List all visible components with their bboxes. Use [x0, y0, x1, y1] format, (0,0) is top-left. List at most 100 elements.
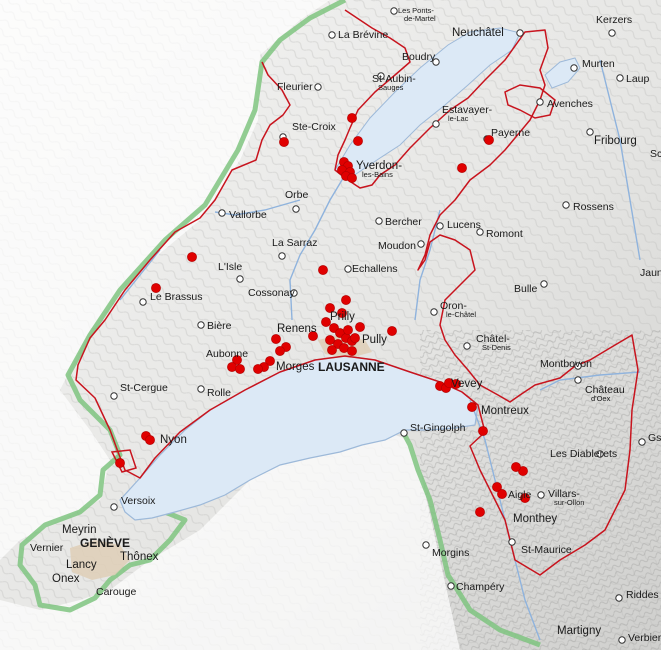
- observation-marker[interactable]: [475, 507, 485, 517]
- observation-marker[interactable]: [387, 326, 397, 336]
- town-marker-l-isle[interactable]: [236, 275, 244, 283]
- observation-marker[interactable]: [341, 295, 351, 305]
- town-sublabel-yverdon: les-Bains: [362, 170, 393, 179]
- town-marker-estavayer[interactable]: [432, 120, 440, 128]
- town-marker-orbe[interactable]: [292, 205, 300, 213]
- town-marker-morgins[interactable]: [422, 541, 430, 549]
- observation-marker[interactable]: [457, 163, 467, 173]
- observation-marker[interactable]: [308, 331, 318, 341]
- observation-marker[interactable]: [350, 333, 360, 343]
- town-marker-st-gingolph[interactable]: [400, 429, 408, 437]
- town-label-th-nex: Thônex: [120, 551, 159, 563]
- town-marker-verbier[interactable]: [618, 636, 626, 644]
- observation-marker[interactable]: [451, 379, 461, 389]
- observation-marker[interactable]: [484, 135, 494, 145]
- town-marker-bulle[interactable]: [540, 280, 548, 288]
- town-label-les-ponts: Les Ponts-: [398, 6, 434, 15]
- observation-marker[interactable]: [187, 252, 197, 262]
- town-marker-la-br-vine[interactable]: [328, 31, 336, 39]
- town-label-montreux: Montreux: [481, 405, 529, 417]
- observation-marker[interactable]: [325, 335, 335, 345]
- observation-marker[interactable]: [271, 334, 281, 344]
- observation-marker[interactable]: [235, 364, 245, 374]
- town-label-neuch-tel: Neuchâtel: [452, 27, 504, 39]
- observation-marker[interactable]: [318, 265, 328, 275]
- town-marker-st-cergue[interactable]: [110, 392, 118, 400]
- town-marker-ch-tel[interactable]: [463, 342, 471, 350]
- town-marker-ch-teau[interactable]: [574, 376, 582, 384]
- town-label-verbier: Verbier: [628, 632, 661, 644]
- observation-marker[interactable]: [227, 362, 237, 372]
- observation-marker[interactable]: [115, 458, 125, 468]
- town-label-meyrin: Meyrin: [62, 524, 97, 536]
- town-marker-romont[interactable]: [476, 228, 484, 236]
- observation-marker[interactable]: [347, 346, 357, 356]
- town-marker-moudon[interactable]: [417, 240, 425, 248]
- observation-marker[interactable]: [232, 355, 242, 365]
- town-label-st-aubin: St-Aubin-: [372, 73, 416, 85]
- observation-marker[interactable]: [151, 283, 161, 293]
- town-marker-st-aubin[interactable]: [377, 72, 385, 80]
- observation-marker[interactable]: [478, 426, 488, 436]
- observation-marker[interactable]: [337, 308, 347, 318]
- observation-marker[interactable]: [343, 325, 353, 335]
- town-marker-laup[interactable]: [616, 74, 624, 82]
- observation-marker[interactable]: [321, 317, 331, 327]
- town-marker-bi-re[interactable]: [197, 321, 205, 329]
- observation-marker[interactable]: [327, 345, 337, 355]
- town-marker-boudry[interactable]: [432, 58, 440, 66]
- observation-marker[interactable]: [520, 493, 530, 503]
- town-label-lucens: Lucens: [447, 219, 481, 231]
- town-marker-lucens[interactable]: [436, 222, 444, 230]
- town-marker-champ-ry[interactable]: [447, 582, 455, 590]
- town-label-yverdon: Yverdon-: [356, 160, 402, 172]
- town-marker-neuch-tel[interactable]: [516, 29, 524, 37]
- town-marker-echallens[interactable]: [344, 265, 352, 273]
- town-marker-murten[interactable]: [570, 64, 578, 72]
- town-marker-la-sarraz[interactable]: [278, 252, 286, 260]
- town-label-moudon: Moudon: [378, 240, 416, 252]
- town-marker-st-maurice[interactable]: [508, 538, 516, 546]
- town-marker-rolle[interactable]: [197, 385, 205, 393]
- town-label-vernier: Vernier: [30, 542, 64, 554]
- town-marker-montbovon[interactable]: [574, 362, 582, 370]
- town-marker-avenches[interactable]: [536, 98, 544, 106]
- town-label-pully: Pully: [362, 334, 387, 346]
- town-label-renens: Renens: [277, 323, 317, 335]
- observation-marker[interactable]: [325, 303, 335, 313]
- observation-marker[interactable]: [492, 482, 502, 492]
- town-marker-fleurier[interactable]: [314, 83, 322, 91]
- town-marker-versoix[interactable]: [110, 503, 118, 511]
- observation-marker[interactable]: [279, 137, 289, 147]
- town-marker-le-brassus[interactable]: [139, 298, 147, 306]
- town-marker-bercher[interactable]: [375, 217, 383, 225]
- observation-marker[interactable]: [265, 356, 275, 366]
- town-marker-oron[interactable]: [430, 308, 438, 316]
- observation-marker[interactable]: [467, 402, 477, 412]
- town-marker-rossens[interactable]: [562, 201, 570, 209]
- town-marker-cossonay[interactable]: [290, 289, 298, 297]
- observation-marker[interactable]: [347, 113, 357, 123]
- town-marker-vallorbe[interactable]: [218, 209, 226, 217]
- france-area: [0, 0, 330, 560]
- town-marker-kerzers[interactable]: [608, 29, 616, 37]
- observation-marker[interactable]: [253, 364, 263, 374]
- town-marker-gst[interactable]: [638, 438, 646, 446]
- town-label-echallens: Echallens: [352, 263, 398, 275]
- observation-marker[interactable]: [511, 462, 521, 472]
- town-marker-riddes[interactable]: [615, 594, 623, 602]
- observation-marker[interactable]: [355, 322, 365, 332]
- town-marker-fribourg[interactable]: [586, 128, 594, 136]
- observation-marker[interactable]: [497, 489, 507, 499]
- town-label-riddes: Riddes: [626, 589, 659, 601]
- town-label-kerzers: Kerzers: [596, 14, 632, 26]
- town-marker-villars[interactable]: [537, 491, 545, 499]
- observation-marker[interactable]: [353, 136, 363, 146]
- town-marker-les-ponts[interactable]: [390, 7, 398, 15]
- observation-marker[interactable]: [347, 173, 357, 183]
- observation-marker[interactable]: [145, 435, 155, 445]
- observation-marker[interactable]: [275, 346, 285, 356]
- town-marker-les-diablerets[interactable]: [596, 450, 604, 458]
